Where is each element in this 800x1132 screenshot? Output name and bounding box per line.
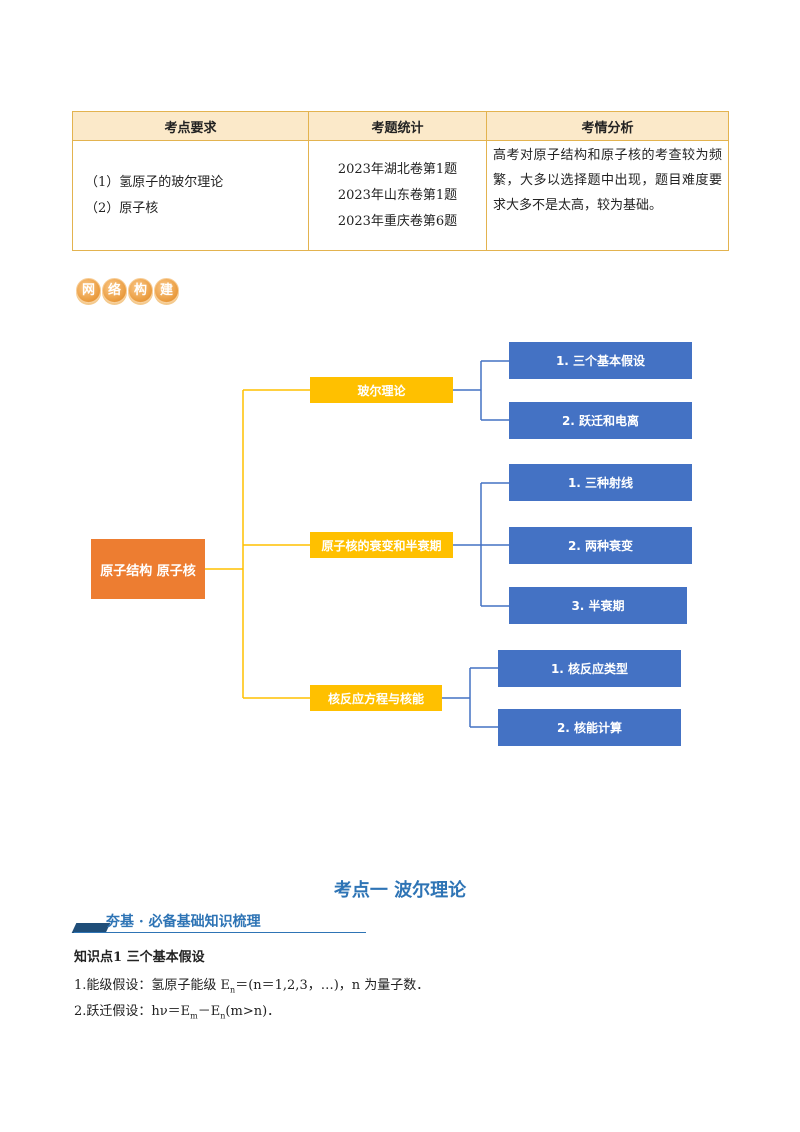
- exam-info-table: 考点要求 考题统计 考情分析 （1）氢原子的玻尔理论 （2）原子核 2023年湖…: [72, 111, 729, 251]
- p1-prefix: 1.能级假设：氢原子能级 E: [74, 978, 231, 993]
- p2-prefix: 2.跃迁假设：hν＝E: [74, 1004, 191, 1019]
- statistics-cell: 2023年湖北卷第1题 2023年山东卷第1题 2023年重庆卷第6题: [308, 140, 487, 251]
- p1-suffix: ＝(n＝1,2,3，…)，n 为量子数．: [235, 978, 430, 993]
- leaf-transition-ionization: 2. 跃迁和电离: [509, 402, 692, 439]
- mind-map-root: 原子结构 原子核: [91, 539, 205, 599]
- banner-underline: [74, 932, 366, 933]
- stat-item: 2023年重庆卷第6题: [337, 213, 458, 229]
- leaf-half-life: 3. 半衰期: [509, 587, 687, 624]
- p2-sub-m: m: [190, 1011, 198, 1021]
- banner-text: 夯基 · 必备基础知识梳理: [106, 914, 261, 930]
- badge-char: 建: [154, 278, 179, 303]
- header-statistics: 考题统计: [308, 111, 487, 141]
- header-requirements: 考点要求: [72, 111, 309, 141]
- p2-mid: －E: [197, 1004, 221, 1019]
- header-analysis: 考情分析: [486, 111, 729, 141]
- connector-b3: [442, 667, 498, 728]
- stat-item: 2023年湖北卷第1题: [337, 161, 458, 177]
- connector-b2: [453, 482, 509, 607]
- requirements-cell: （1）氢原子的玻尔理论 （2）原子核: [72, 140, 309, 251]
- p1-sub: n: [230, 985, 236, 995]
- requirement-item: （2）原子核: [85, 200, 159, 216]
- leaf-three-assumptions: 1. 三个基本假设: [509, 342, 692, 379]
- knowledge-point-title: 知识点1 三个基本假设: [74, 950, 205, 965]
- network-construction-badge: 网 络 构 建: [76, 278, 179, 308]
- leaf-three-rays: 1. 三种射线: [509, 464, 692, 501]
- leaf-nuclear-energy: 2. 核能计算: [498, 709, 681, 746]
- requirement-item: （1）氢原子的玻尔理论: [85, 174, 224, 190]
- p2-sub-n: n: [220, 1011, 226, 1021]
- table-row: （1）氢原子的玻尔理论 （2）原子核 2023年湖北卷第1题 2023年山东卷第…: [72, 140, 729, 251]
- p2-suffix: (m>n)．: [225, 1004, 281, 1019]
- leaf-two-decays: 2. 两种衰变: [509, 527, 692, 564]
- branch-decay-half-life: 原子核的衰变和半衰期: [310, 532, 453, 558]
- branch-bohr-theory: 玻尔理论: [310, 377, 453, 403]
- transition-assumption: 2.跃迁假设：hν＝Em－En(m>n)．: [74, 1000, 280, 1021]
- badge-char: 网: [76, 278, 101, 303]
- analysis-cell: 高考对原子结构和原子核的考查较为频繁，大多以选择题中出现，题目难度要求大多不是太…: [486, 140, 729, 251]
- badge-char: 构: [128, 278, 153, 303]
- section-banner: 夯基 · 必备基础知识梳理: [71, 909, 366, 935]
- section-title: 考点一 波尔理论: [333, 880, 467, 901]
- table-header-row: 考点要求 考题统计 考情分析: [72, 111, 729, 141]
- branch-nuclear-reaction: 核反应方程与核能: [310, 685, 442, 711]
- connector-b1: [453, 360, 509, 421]
- leaf-reaction-types: 1. 核反应类型: [498, 650, 681, 687]
- energy-level-assumption: 1.能级假设：氢原子能级 En＝(n＝1,2,3，…)，n 为量子数．: [74, 974, 429, 995]
- stat-item: 2023年山东卷第1题: [337, 187, 458, 203]
- badge-char: 络: [102, 278, 127, 303]
